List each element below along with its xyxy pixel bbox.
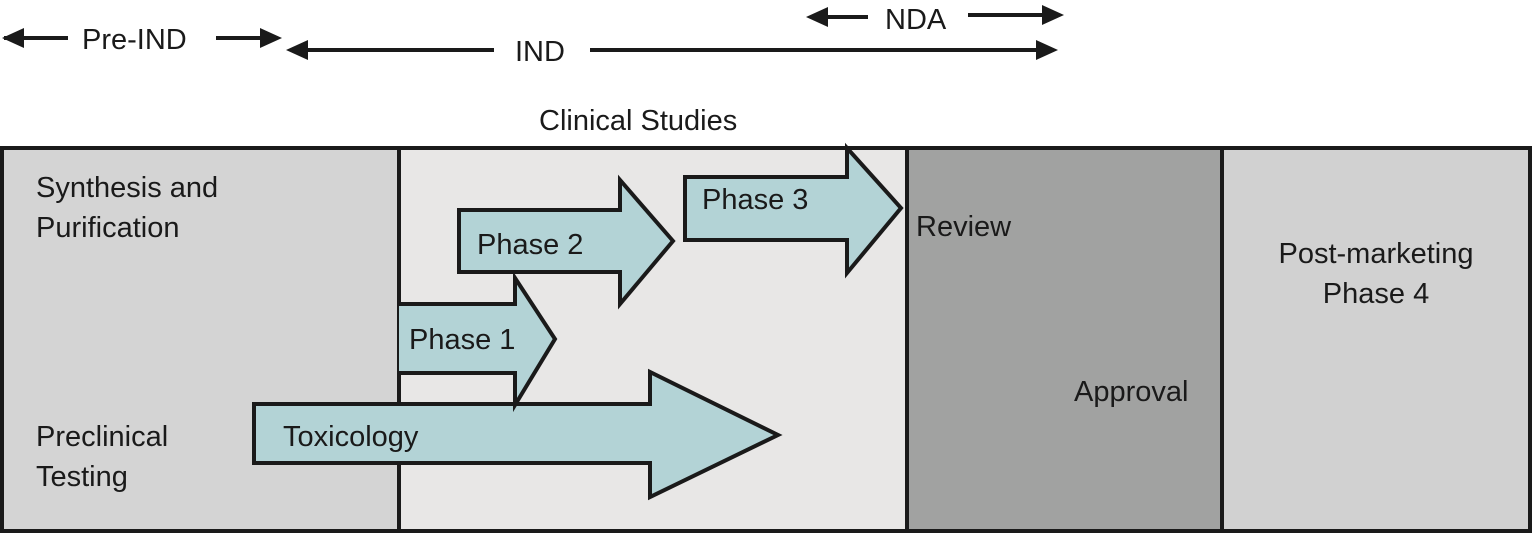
pre-ind-left-arrowhead [2,28,24,48]
timeline: Pre-IND IND NDA [2,4,1064,68]
preclinical-label-line2: Testing [36,461,128,493]
preclinical-label-line1: Preclinical [36,421,168,453]
toxicology-arrow [252,368,783,501]
synthesis-label-line2: Purification [36,212,179,244]
postmarketing-label-line1: Post-marketing [1278,238,1473,270]
pre-ind-right-arrowhead [260,28,282,48]
pre-ind-label: Pre-IND [82,24,187,56]
phase1-label: Phase 1 [409,324,515,356]
phase3-arrow [683,142,904,279]
clinical-studies-heading: Clinical Studies [539,105,737,137]
phase2-label: Phase 2 [477,229,583,261]
postmarketing-panel [1220,146,1532,533]
phase2-arrow [457,174,676,310]
review-panel [905,146,1224,533]
review-label: Review [916,211,1012,243]
ind-right-arrowhead [1036,40,1058,60]
synthesis-label-line1: Synthesis and [36,172,218,204]
nda-right-arrowhead [1042,5,1064,25]
phase3-label: Phase 3 [702,184,808,216]
approval-label: Approval [1074,376,1188,408]
postmarketing-label-line2: Phase 4 [1323,278,1429,310]
phase-arrows [252,142,904,501]
preclinical-panel [0,146,401,533]
phase1-arrow [399,271,558,413]
nda-label: NDA [885,4,947,36]
ind-left-arrowhead [286,40,308,60]
nda-left-arrowhead [806,7,828,27]
ind-label: IND [515,36,565,68]
toxicology-label: Toxicology [283,421,419,453]
